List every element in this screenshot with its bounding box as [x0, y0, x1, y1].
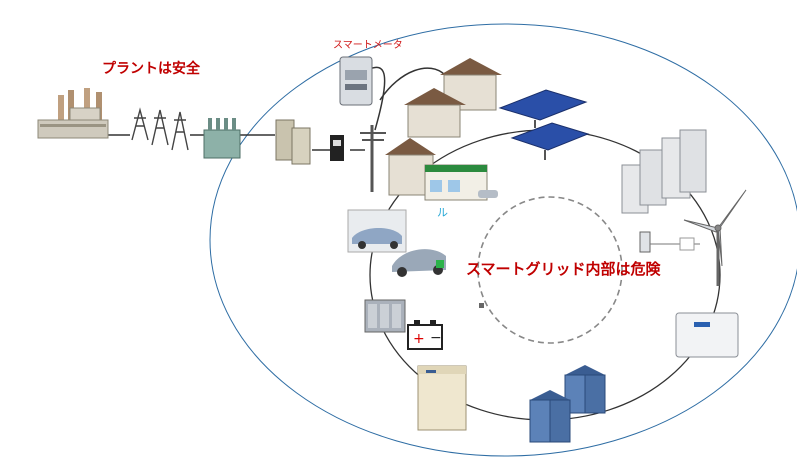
substation-icon: [203, 118, 241, 159]
office-building-icon: [529, 365, 606, 443]
fuel-cell-unit-icon: [417, 365, 467, 431]
smart-meter-icon: [339, 56, 373, 106]
fragment-label: ル: [437, 206, 448, 219]
grid-danger-label: スマートグリッド内部は危険: [466, 260, 661, 278]
battery-icon: + −: [407, 320, 443, 350]
solar-panel-icon: [498, 89, 590, 160]
house-icon: [385, 58, 502, 196]
svg-text:−: −: [430, 330, 442, 346]
power-plant-icon: [37, 88, 109, 139]
server-rack-icon: [621, 129, 707, 214]
wind-turbine-icon: [639, 189, 747, 286]
utility-pole-icon: [360, 125, 386, 192]
smart-meter-label: スマートメータ: [333, 40, 403, 51]
marker-dot: [479, 303, 484, 308]
plant-safe-label: プラントは安全: [102, 61, 200, 77]
power-conditioner-icon: [675, 312, 739, 358]
grid-boundary-ellipse: [209, 23, 797, 457]
transformer-icon: [275, 119, 344, 165]
electric-car-icon: [347, 209, 446, 277]
transmission-tower-icon: [131, 107, 189, 151]
svg-text:+: +: [413, 331, 425, 347]
danger-zone-circle: [477, 196, 623, 344]
battery-bank-icon: [364, 299, 406, 333]
convenience-store-icon: [424, 164, 498, 201]
